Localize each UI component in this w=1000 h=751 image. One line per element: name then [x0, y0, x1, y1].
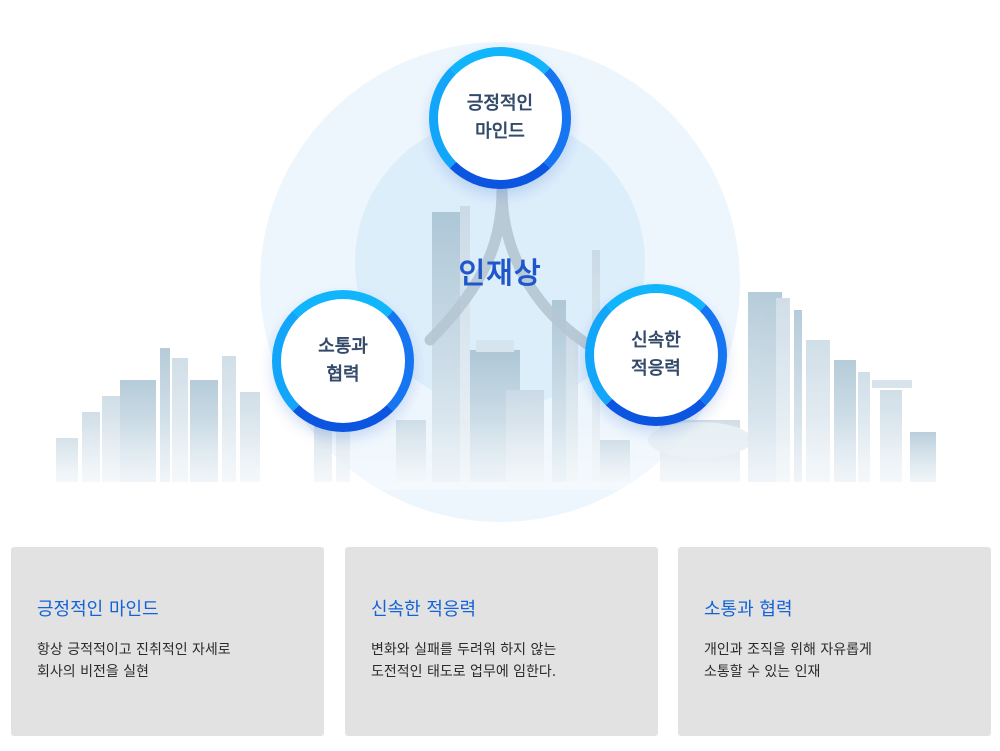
trait-circle-label: 소통과 협력: [318, 336, 368, 385]
card-line: 항상 긍적적이고 진취적인 자세로: [37, 642, 231, 658]
card-line: 회사의 비전을 실현: [37, 664, 149, 680]
connector-lines: [424, 184, 596, 352]
trait-circle-label: 신속한 적응력: [631, 330, 681, 379]
card-title: 긍정적인 마인드: [37, 599, 159, 620]
card-line: 변화와 실패를 두려워 하지 않는: [371, 642, 557, 658]
trait-card-adaptability: 신속한 적응력 변화와 실패를 두려워 하지 않는 도전적인 태도로 업무에 임…: [345, 547, 658, 736]
card-description: 개인과 조직을 위해 자유롭게 소통할 수 있는 인재: [704, 639, 872, 683]
trait-circle-positive-mindset: 긍정적인 마인드: [429, 47, 571, 189]
card-line: 도전적인 태도로 업무에 임한다.: [371, 664, 557, 680]
card-title: 신속한 적응력: [371, 599, 477, 620]
trait-card-communication: 소통과 협력 개인과 조직을 위해 자유롭게 소통할 수 있는 인재: [678, 547, 991, 736]
trait-circle-communication: 소통과 협력: [272, 290, 414, 432]
card-title: 소통과 협력: [704, 599, 793, 620]
trait-circle-label: 긍정적인 마인드: [466, 93, 534, 142]
card-line: 개인과 조직을 위해 자유롭게: [704, 642, 872, 658]
trait-card-positive-mindset: 긍정적인 마인드 항상 긍적적이고 진취적인 자세로 회사의 비전을 실현: [11, 547, 324, 736]
trait-circle-adaptability: 신속한 적응력: [585, 284, 727, 426]
card-line: 소통할 수 있는 인재: [704, 664, 821, 680]
card-description: 항상 긍적적이고 진취적인 자세로 회사의 비전을 실현: [37, 639, 231, 683]
diagram-title: 인재상: [458, 256, 542, 290]
talent-diagram: 인재상 긍정적인 마인드 소통과 협력 신속한 적응력: [0, 42, 1000, 522]
card-description: 변화와 실패를 두려워 하지 않는 도전적인 태도로 업무에 임한다.: [371, 639, 556, 683]
